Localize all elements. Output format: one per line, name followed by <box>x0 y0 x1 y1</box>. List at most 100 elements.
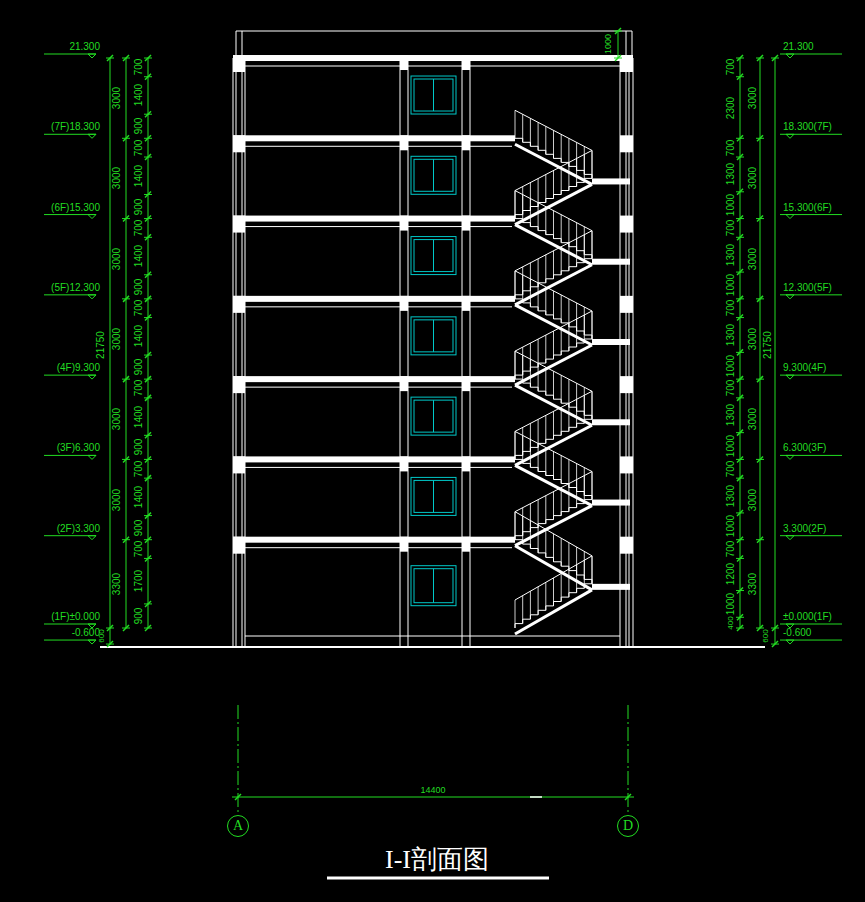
dimension-tick <box>736 397 744 398</box>
elevation-triangle <box>88 536 96 540</box>
dimension-text: 700 <box>134 220 144 237</box>
window-frame <box>414 159 453 191</box>
dimension-tick <box>145 74 151 80</box>
railing-baluster <box>592 150 593 178</box>
railing-baluster <box>538 122 539 150</box>
railing-baluster <box>568 379 569 407</box>
dimension-tick <box>145 352 151 358</box>
railing-baluster <box>553 492 554 520</box>
dimension-tick <box>737 234 743 240</box>
dimension-tick <box>145 376 151 382</box>
dimension-tick <box>615 55 621 61</box>
dimension-tick <box>771 644 779 645</box>
dimension-text: 1200 <box>726 563 736 585</box>
railing-baluster <box>553 534 554 562</box>
dimension-text: 700 <box>726 59 736 76</box>
dimension-tick <box>123 456 129 462</box>
beam <box>400 135 408 150</box>
dimension-tick <box>737 614 743 620</box>
railing-baluster <box>538 259 539 287</box>
dimension-tick <box>122 58 130 59</box>
dimension-text: 700 <box>726 220 736 237</box>
floor-slab <box>233 296 515 302</box>
dimension-tick <box>756 58 764 59</box>
dimension-tick <box>144 138 152 139</box>
dimension-text: 900 <box>134 439 144 456</box>
dimension-text: 21750 <box>96 331 106 359</box>
railing-baluster <box>568 138 569 166</box>
elevation-triangle <box>786 295 794 299</box>
dimension-tick <box>145 601 151 607</box>
ceiling-line <box>245 146 512 147</box>
dimension-tick <box>736 352 744 353</box>
beam <box>400 296 408 311</box>
dimension-text: 3300 <box>112 573 122 595</box>
floor-slab <box>233 537 515 543</box>
railing-baluster <box>561 375 562 403</box>
axis-label: D <box>623 819 633 833</box>
beam <box>462 456 470 471</box>
stair-landing <box>592 259 630 265</box>
elevation-triangle <box>786 134 794 138</box>
elevation-text: (1F)±0.000 <box>51 612 100 622</box>
railing-baluster <box>515 512 516 540</box>
axis-circle: A <box>227 815 249 837</box>
window-frame <box>414 480 453 512</box>
window <box>411 397 456 435</box>
dimension-text: 3000 <box>748 328 758 350</box>
dimension-tick <box>737 376 743 382</box>
dimension-text: 1400 <box>134 486 144 508</box>
railing-baluster <box>545 207 546 235</box>
ceiling-line <box>245 66 620 67</box>
railing-baluster <box>545 367 546 395</box>
dimension-tick <box>736 590 744 591</box>
railing-baluster <box>561 407 562 435</box>
dimension-text: 3000 <box>748 248 758 270</box>
dimension-line <box>232 797 634 798</box>
dimension-tick <box>757 55 763 61</box>
mark <box>530 796 542 798</box>
dimension-text: 700 <box>134 139 144 156</box>
railing-baluster <box>545 335 546 363</box>
dimension-tick <box>737 296 743 302</box>
dimension-text: 3000 <box>748 408 758 430</box>
dimension-tick <box>107 625 113 631</box>
window <box>411 477 456 515</box>
dimension-text: 700 <box>726 541 736 558</box>
railing-baluster <box>515 351 516 379</box>
elevation-triangle <box>88 54 96 58</box>
window <box>411 156 456 194</box>
elevation-triangle <box>88 134 96 138</box>
railing-baluster <box>515 191 516 219</box>
beam <box>233 376 245 393</box>
dimension-text: 3000 <box>748 488 758 510</box>
dimension-tick <box>737 315 743 321</box>
dimension-text: 3000 <box>112 167 122 189</box>
window <box>411 237 456 275</box>
elevation-text: (4F)9.300 <box>57 363 100 373</box>
elevation-text: 3.300(2F) <box>783 524 826 534</box>
dimension-tick <box>736 317 744 318</box>
dimension-tick <box>757 376 763 382</box>
railing-baluster <box>576 383 577 411</box>
elevation-triangle <box>786 536 794 540</box>
railing-baluster <box>561 134 562 162</box>
elevation-triangle <box>786 640 794 644</box>
railing-baluster <box>561 538 562 566</box>
beam <box>400 456 408 471</box>
dimension-tick <box>144 317 152 318</box>
stair-landing <box>592 500 630 506</box>
stair-landing <box>592 419 630 425</box>
dimension-tick <box>122 539 130 540</box>
dimension-tick <box>145 216 151 222</box>
dimension-tick <box>737 395 743 401</box>
railing-baluster <box>515 191 516 219</box>
window-frame <box>414 320 453 352</box>
dimension-tick <box>615 28 621 34</box>
window-mullion <box>433 159 434 191</box>
dimension-tick <box>107 55 113 61</box>
railing-baluster <box>538 525 539 553</box>
beam <box>620 537 633 554</box>
railing-baluster <box>584 146 585 174</box>
railing-baluster <box>553 171 554 199</box>
